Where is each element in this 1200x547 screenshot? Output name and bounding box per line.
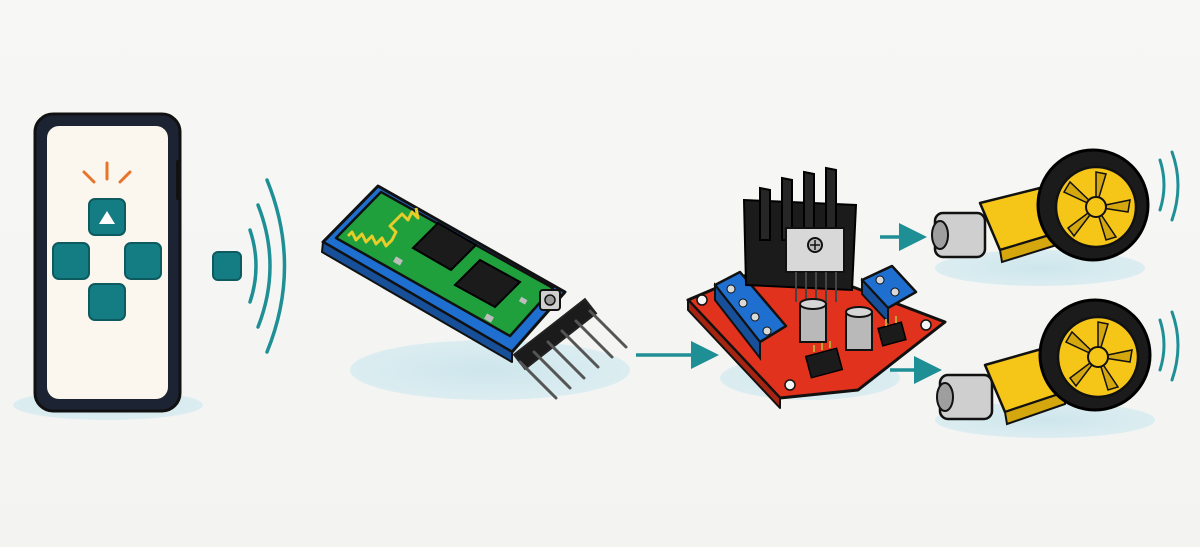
capacitor-icon	[799, 298, 873, 351]
motor-driver-icon	[686, 166, 947, 409]
smartphone-icon	[13, 112, 203, 420]
dpad-icon	[52, 198, 162, 321]
gear-motor-top-icon	[931, 148, 1180, 286]
gear-motor-bottom-icon	[935, 298, 1180, 438]
up-arrow-icon	[99, 211, 115, 224]
signal-spark-icon	[82, 161, 132, 184]
wireless-signal-icon	[212, 178, 287, 354]
bluetooth-module-icon	[321, 184, 630, 400]
